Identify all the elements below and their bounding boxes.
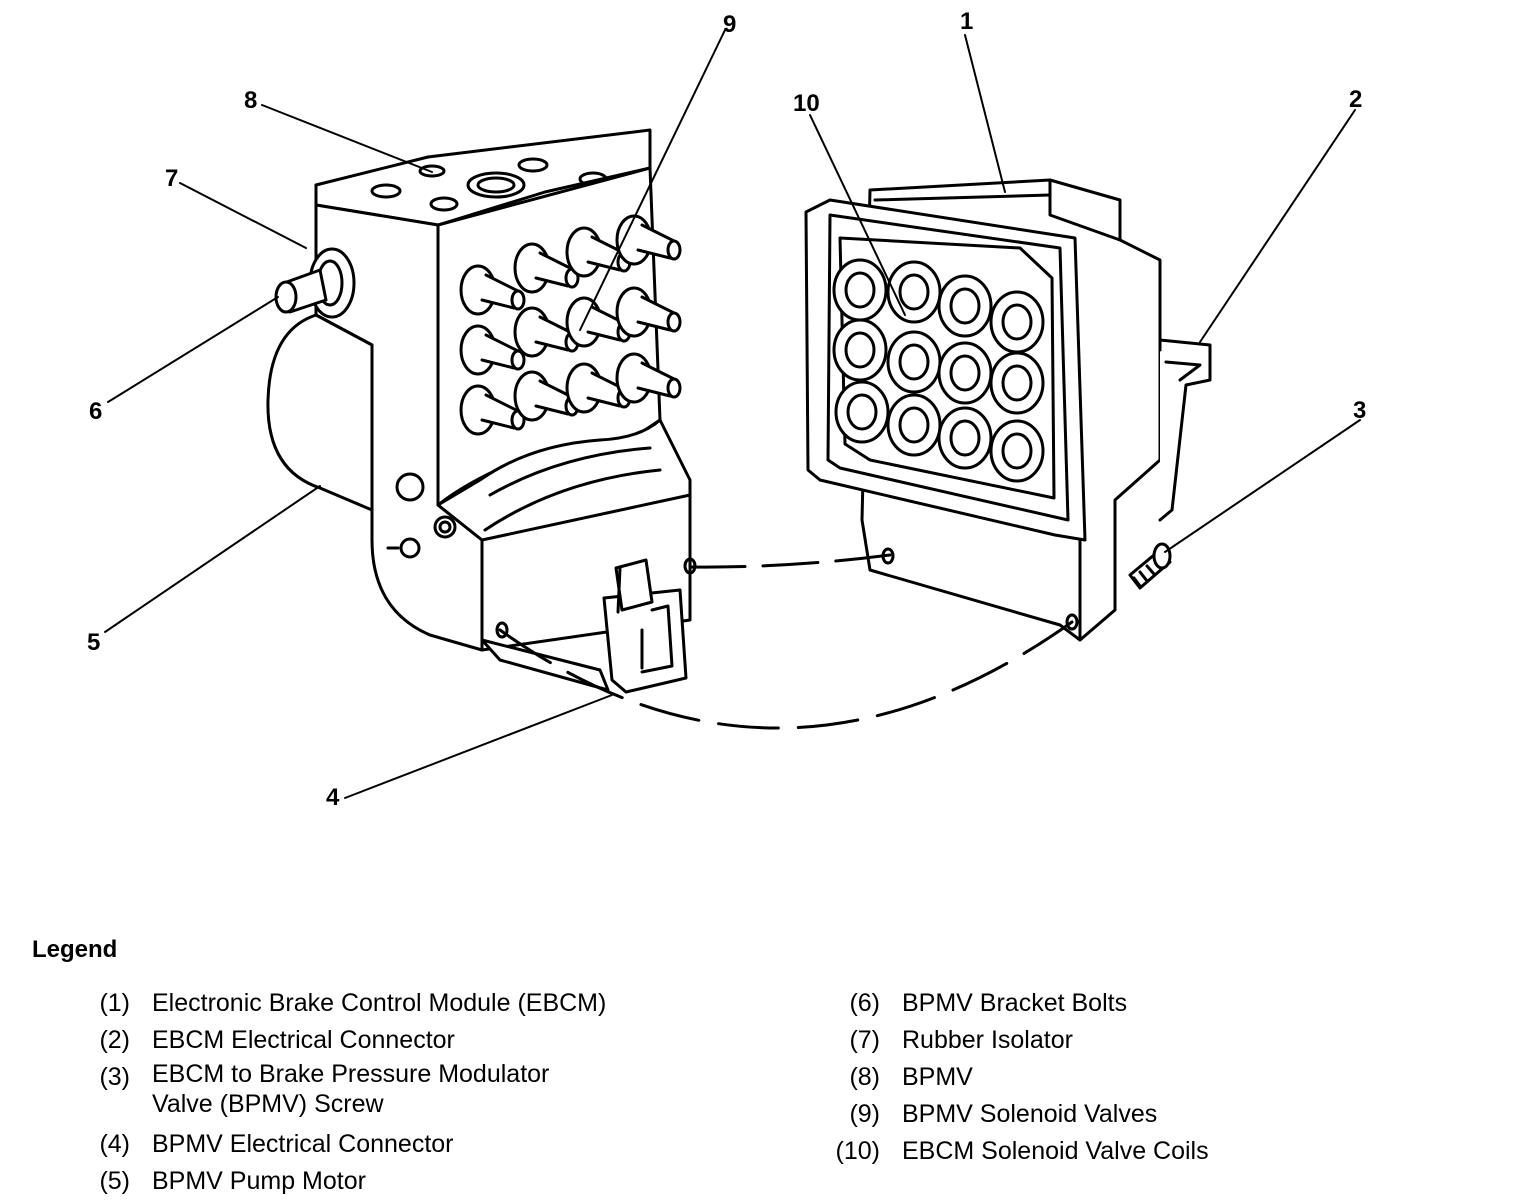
- legend-number: (6): [849, 989, 880, 1017]
- legend-label: BPMV Electrical Connector: [152, 1130, 454, 1158]
- callout-9: 9: [723, 11, 737, 38]
- legend-item-2: (2) EBCM Electrical Connector: [72, 1022, 606, 1059]
- legend-number: (2): [99, 1026, 130, 1054]
- legend-item-4: (4) BPMV Electrical Connector: [72, 1126, 606, 1163]
- legend-label: BPMV Solenoid Valves: [902, 1100, 1158, 1128]
- legend-number: (5): [99, 1167, 130, 1195]
- legend-item-9: (9) BPMV Solenoid Valves: [822, 1096, 1209, 1133]
- legend-item-8: (8) BPMV: [822, 1059, 1209, 1096]
- callout-8: 8: [244, 87, 258, 114]
- leader-lines: [104, 29, 1361, 799]
- ebcm-bpmv-screw: [1128, 542, 1172, 590]
- legend-item-10: (10) EBCM Solenoid Valve Coils: [822, 1133, 1209, 1170]
- legend-label: BPMV Pump Motor: [152, 1167, 366, 1195]
- legend-label: BPMV: [902, 1063, 973, 1091]
- bpmv-electrical-connector: [480, 558, 688, 694]
- callout-10: 10: [793, 90, 820, 117]
- legend-title: Legend: [32, 936, 118, 963]
- legend-item-7: (7) Rubber Isolator: [822, 1022, 1209, 1059]
- legend-right-column: (6) BPMV Bracket Bolts (7) Rubber Isolator…: [822, 985, 1209, 1170]
- legend-label-line-2: Valve (BPMV) Screw: [152, 1090, 384, 1118]
- legend-label: EBCM Electrical Connector: [152, 1026, 455, 1054]
- legend-label: BPMV Bracket Bolts: [902, 989, 1128, 1017]
- legend-number: (8): [849, 1063, 880, 1091]
- ebcm-electrical-connector: [1158, 338, 1212, 522]
- legend-number: (7): [849, 1026, 880, 1054]
- legend-label: EBCM Solenoid Valve Coils: [902, 1137, 1209, 1165]
- bpmv-pump-motor: [266, 313, 374, 512]
- callout-5: 5: [87, 629, 101, 656]
- ebcm-bpmv-diagram: [104, 29, 1361, 799]
- legend-item-1: (1) Electronic Brake Control Module (EBCM…: [72, 985, 606, 1022]
- callout-1: 1: [960, 8, 974, 35]
- callout-4: 4: [326, 784, 340, 811]
- legend-number: (1): [99, 989, 130, 1017]
- legend-left-column: (1) Electronic Brake Control Module (EBCM…: [72, 985, 606, 1200]
- legend-label: Electronic Brake Control Module (EBCM): [152, 989, 607, 1017]
- alignment-arcs: [495, 547, 1079, 730]
- callout-2: 2: [1349, 86, 1363, 113]
- legend-item-6: (6) BPMV Bracket Bolts: [822, 985, 1209, 1022]
- ebcm-solenoid-valve-coils: [832, 258, 1045, 483]
- legend-item-5: (5) BPMV Pump Motor: [72, 1163, 606, 1200]
- callout-7: 7: [165, 165, 179, 192]
- legend-number: (9): [849, 1100, 880, 1128]
- callout-3: 3: [1353, 397, 1367, 424]
- legend-number: (3): [99, 1063, 130, 1091]
- legend-label: Rubber Isolator: [902, 1026, 1073, 1054]
- bpmv-solenoid-valves: [459, 214, 682, 436]
- legend-number: (10): [835, 1137, 880, 1165]
- callout-6: 6: [89, 398, 103, 425]
- legend-label-line-1: EBCM to Brake Pressure Modulator: [152, 1060, 550, 1088]
- legend-number: (4): [99, 1130, 130, 1158]
